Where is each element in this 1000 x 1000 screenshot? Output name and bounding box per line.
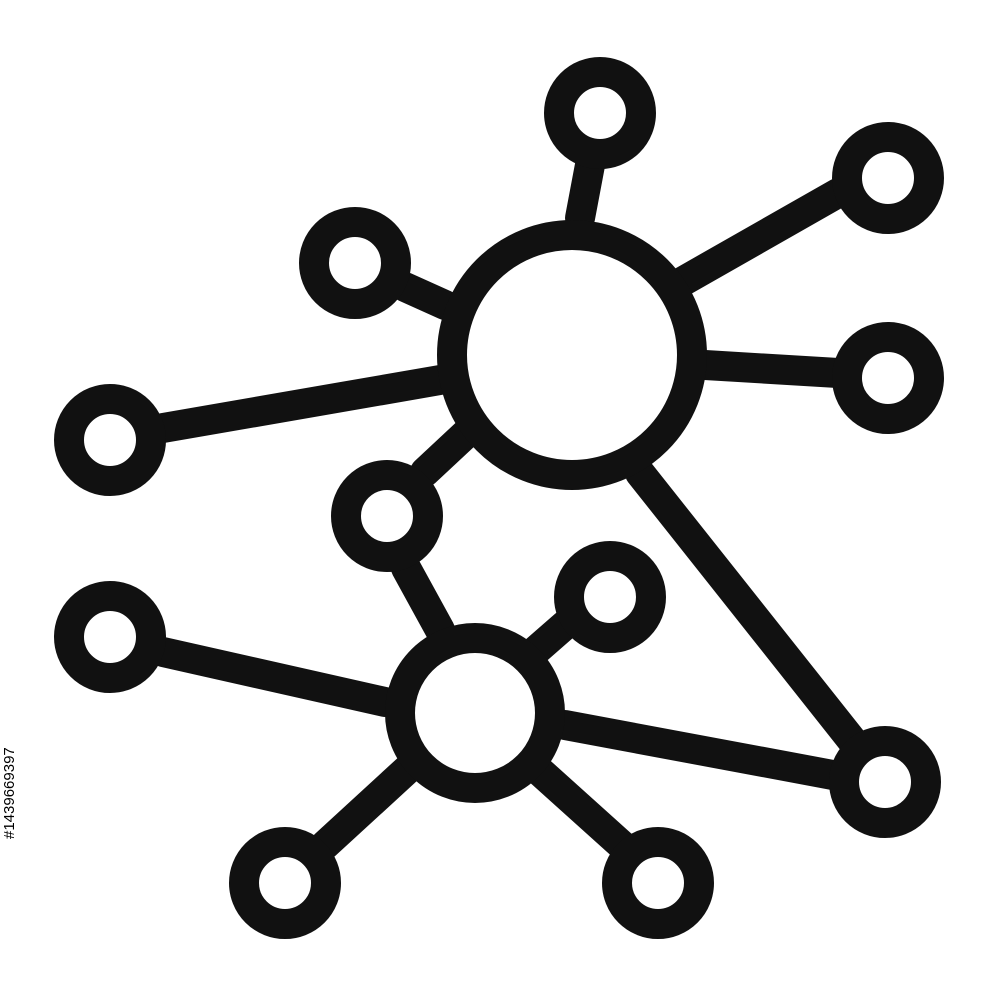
node-left-upper <box>54 384 166 496</box>
nodes <box>54 57 944 939</box>
edge-hub-upperleft <box>390 272 460 320</box>
node-bottomleft <box>229 827 341 939</box>
edge-hub-topright <box>665 178 853 298</box>
edge-hub-bottomright <box>625 458 873 763</box>
edge-hub-center <box>410 415 485 487</box>
hub-node-medium <box>385 623 565 803</box>
node-right-lower <box>829 726 941 838</box>
node-bottomright <box>602 827 714 939</box>
edge-center-hub2 <box>391 553 455 645</box>
edge-hub2-left <box>148 637 400 717</box>
node-left-lower <box>54 581 166 693</box>
edge-hub-top <box>565 150 605 233</box>
edge-hub2-bottomright <box>520 752 640 863</box>
edge-hub-left <box>148 365 455 443</box>
edge-hub-right <box>690 350 853 388</box>
node-center <box>331 460 443 572</box>
edge-hub2-bottomleft <box>310 752 425 860</box>
edge-hub2-right <box>550 710 853 791</box>
stock-id-label: #1439669397 <box>1 747 18 839</box>
node-topright <box>832 122 944 234</box>
node-top <box>544 57 656 169</box>
hub-node-large <box>437 220 707 490</box>
connection-lines <box>148 150 873 863</box>
node-upperleft <box>299 207 411 319</box>
node-upperright-2 <box>554 541 666 653</box>
node-right <box>832 322 944 434</box>
